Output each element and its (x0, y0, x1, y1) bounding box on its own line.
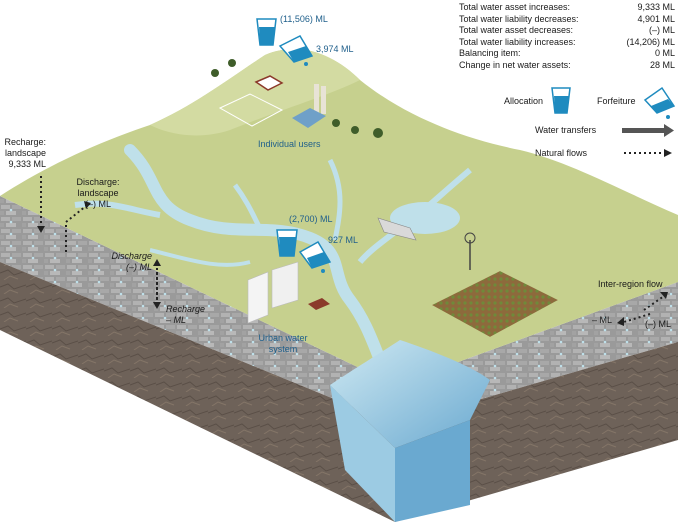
summary-label: Total water liability increases: (459, 36, 576, 47)
main-river (124, 144, 386, 366)
inter-region-flow-label: Inter-region flow (598, 279, 663, 289)
urban-water-system-label: Urban water system (250, 333, 316, 355)
summary-label: Total water asset decreases: (459, 25, 574, 36)
recharge-value: – ML (166, 315, 187, 325)
summary-row: Total water liability increases: (14,206)… (459, 37, 675, 49)
canyon-water (330, 340, 490, 448)
windmill-head (464, 232, 476, 244)
farm-field (427, 268, 563, 340)
legend-water-transfers-label: Water transfers (535, 125, 597, 135)
top-forfeiture-value: 3,974 ML (316, 44, 354, 54)
legend-natural-flows-arrow-icon (624, 149, 672, 157)
inter-region-out-arrow (617, 313, 651, 326)
allocation-glass-icon (256, 18, 277, 46)
discharge-landscape-value: (–) ML (84, 199, 111, 209)
tree (211, 69, 219, 77)
urban-line2: system (268, 344, 298, 354)
inter-region-in-value: (–) ML (645, 319, 672, 329)
recharge-landscape-line2: landscape (4, 148, 46, 158)
left-soil-face (0, 196, 395, 424)
summary-value: 28 ML (649, 59, 675, 70)
tributary-3 (327, 158, 343, 241)
summary-label: Change in net water assets: (459, 59, 571, 70)
summary-value: 0 ML (654, 48, 675, 59)
summary-row: Balancing item: 0 ML (459, 48, 675, 60)
summary-row: Total water liability decreases: 4,901 ML (459, 14, 675, 26)
urban-line1: Urban water (258, 333, 308, 343)
recharge-landscape-value: 9,333 ML (8, 159, 46, 169)
factory (292, 108, 326, 128)
land-highlight (150, 49, 360, 136)
tree (228, 59, 236, 67)
recharge-landscape-label: Recharge: landscape 9,333 ML (0, 137, 46, 170)
summary-value: (–) ML (648, 25, 675, 36)
summary-label: Balancing item: (459, 48, 521, 59)
chimney-2 (321, 86, 326, 114)
recharge-line1: Recharge (166, 304, 206, 314)
discharge-landscape-arrow (65, 201, 91, 252)
tributary-5 (149, 248, 251, 267)
legend-forfeiture-glass-icon (643, 86, 676, 119)
summary-value: 9,333 ML (637, 2, 675, 12)
water-summary-table: Total water asset increases: 9,333 ML Tot… (459, 2, 675, 72)
waterfall-side (330, 385, 395, 522)
recharge-label: Recharge – ML (166, 304, 205, 326)
forfeiture-glass-icon (298, 240, 332, 273)
recharge-arrow (153, 272, 161, 309)
summary-label: Total water asset increases: (459, 2, 571, 12)
tree (373, 128, 383, 138)
town-house (308, 298, 330, 310)
urban-forfeiture-value: 927 ML (328, 235, 359, 245)
summary-row: Change in net water assets: 28 ML (459, 60, 675, 72)
recharge-landscape-arrow (37, 176, 45, 233)
individual-users-label: Individual users (258, 139, 321, 149)
tower-building-1 (247, 271, 269, 324)
summary-value: (14,206) ML (626, 36, 675, 47)
allocation-glass-icon (276, 229, 298, 257)
discharge-line1: Discharge (111, 251, 152, 261)
inter-region-out-value: – ML (592, 315, 613, 325)
chimney-1 (314, 84, 319, 114)
urban-allocation-value: (2,700) ML (289, 214, 333, 224)
summary-label: Total water liability decreases: (459, 13, 579, 24)
legend-water-transfers-arrow-icon (622, 124, 674, 137)
legend-forfeiture-label: Forfeiture (597, 96, 636, 106)
top-allocation-value: (11,506) ML (280, 14, 328, 24)
summary-value: 4,901 ML (637, 13, 675, 24)
legend-allocation-label: Allocation (504, 96, 544, 106)
discharge-landscape-line2: landscape (77, 188, 119, 198)
paddock (218, 93, 284, 127)
waterfall-front (395, 420, 470, 522)
inter-region-in-arrow (643, 292, 668, 311)
dam-wall (377, 217, 417, 241)
discharge-value: (–) ML (125, 262, 152, 272)
tree (332, 119, 340, 127)
tributary-2 (232, 183, 265, 234)
tower-building-2 (271, 261, 299, 309)
summary-row: Total water asset decreases: (–) ML (459, 25, 675, 37)
farm-house (254, 75, 284, 91)
discharge-landscape-label: Discharge: landscape (–) ML (70, 177, 126, 210)
tree (351, 126, 359, 134)
discharge-label: Discharge (–) ML (100, 251, 152, 273)
discharge-landscape-line1: Discharge: (76, 177, 120, 187)
recharge-landscape-line1: Recharge: (4, 137, 46, 147)
summary-row: Total water asset increases: 9,333 ML (459, 2, 675, 14)
legend-natural-flows-label: Natural flows (535, 148, 588, 158)
left-rock-face (0, 262, 395, 522)
dam-lake (390, 202, 460, 234)
forfeiture-glass-icon (278, 35, 314, 66)
legend-allocation-glass-icon (551, 87, 571, 114)
